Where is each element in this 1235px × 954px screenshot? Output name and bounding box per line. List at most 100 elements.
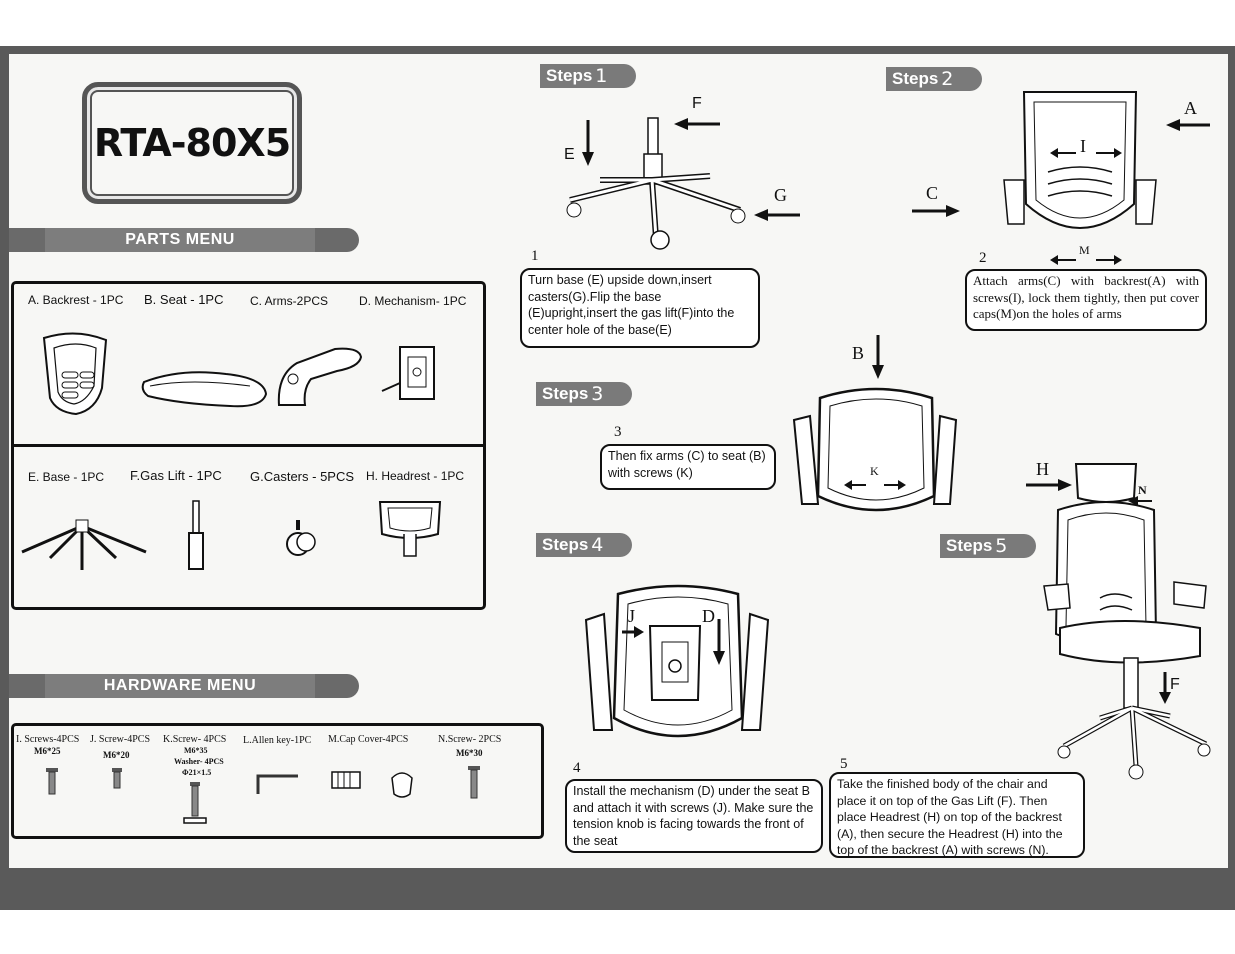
part-label-casters: G.Casters - 5PCS xyxy=(250,469,355,484)
allen-key-icon xyxy=(254,772,300,796)
hw-spec-screws-i: M6*25 xyxy=(34,746,61,756)
step-1-letter-e: E xyxy=(564,146,575,163)
step-2-badge-label: Steps xyxy=(892,69,939,88)
hw-label-screw-n: N.Screw- 2PCS xyxy=(438,734,502,745)
hw-label-allen-key: L.Allen key-1PC xyxy=(243,735,312,746)
caster-icon xyxy=(284,520,320,558)
step-3-illustration xyxy=(790,384,960,524)
step-5-badge-label: Steps xyxy=(946,536,993,555)
seat-icon xyxy=(140,368,270,410)
step-1-badge-num: 1 xyxy=(595,65,608,87)
arrow-g-left-icon xyxy=(754,209,802,221)
step-5-index: 5 xyxy=(840,756,848,772)
arrow-a-left-icon xyxy=(1166,119,1212,131)
hardware-menu-heading-bar: HARDWARE MENU xyxy=(9,674,359,698)
step-1-letter-g: G xyxy=(774,185,787,205)
hw-spec-screw-j: M6*20 xyxy=(103,750,130,760)
step-4-badge-label: Steps xyxy=(542,535,589,554)
step-3-instructions: Then fix arms (C) to seat (B) with screw… xyxy=(600,444,776,490)
step-2-illustration xyxy=(1000,84,1160,250)
step-3-badge-label: Steps xyxy=(542,384,589,403)
step-2-letter-c: C xyxy=(926,183,939,203)
step-1-instructions: Turn base (E) upside down,insert casters… xyxy=(520,268,760,348)
part-label-backrest: A. Backrest - 1PC xyxy=(28,293,124,307)
step-4-letter-d: D xyxy=(702,606,715,626)
hw-spec-screw-k: M6*35 xyxy=(184,746,208,755)
step-5-letter-h: H xyxy=(1036,459,1049,479)
model-title: RTA-80X5 xyxy=(93,121,291,165)
hw-label-cap-cover: M.Cap Cover-4PCS xyxy=(328,734,409,745)
backrest-icon xyxy=(36,328,116,418)
step-2-letter-i: I xyxy=(1080,136,1086,156)
step-5-illustration xyxy=(1040,458,1212,782)
headrest-icon xyxy=(374,496,446,560)
step-2-letter-a: A xyxy=(1184,98,1197,118)
arrow-j-right-icon xyxy=(620,626,644,638)
hw-label-screw-k: K.Screw- 4PCS xyxy=(163,734,227,745)
part-label-mechanism: D. Mechanism- 1PC xyxy=(359,294,467,308)
arrow-d-down-icon xyxy=(713,617,725,665)
step-4-illustration xyxy=(582,584,772,754)
step-1-letter-f: F xyxy=(692,95,702,112)
gas-lift-icon xyxy=(186,499,206,573)
hw-washer-k: Washer- 4PCS xyxy=(174,757,224,766)
step-3-badge-num: 3 xyxy=(591,383,604,405)
step-5-badge-num: 5 xyxy=(995,535,1008,557)
hardware-menu-box xyxy=(11,723,544,839)
step-2-badge-num: 2 xyxy=(941,68,954,90)
part-label-headrest: H. Headrest - 1PC xyxy=(366,469,465,483)
frame-top xyxy=(0,46,1235,54)
parts-menu-heading: PARTS MENU xyxy=(45,228,315,252)
step-2-letter-m: M xyxy=(1079,243,1090,257)
frame-left xyxy=(0,46,9,910)
step-1-badge-label: Steps xyxy=(546,66,593,85)
parts-menu-divider xyxy=(11,444,486,447)
arrow-h-right-icon xyxy=(1024,479,1072,491)
arrow-e-down-icon xyxy=(582,118,594,166)
cap-cover-icon xyxy=(330,768,362,790)
step-5-letter-f: F xyxy=(1170,676,1180,693)
step-1-illustration xyxy=(560,114,760,254)
step-4-badge-num: 4 xyxy=(591,534,604,556)
frame-right xyxy=(1228,46,1235,910)
hw-label-screw-j: J. Screw-4PCS xyxy=(90,734,151,745)
arrow-c-right-icon xyxy=(910,205,960,217)
step-4-letter-j: J xyxy=(628,606,636,626)
screw-n-icon xyxy=(468,766,480,800)
step-2-instructions: Attach arms(C) with backrest(A) with scr… xyxy=(965,269,1207,331)
frame-bottom xyxy=(0,868,1235,910)
arrow-b-down-icon xyxy=(872,333,884,379)
step-5-letter-n: N xyxy=(1138,483,1147,497)
step-3-letter-k: K xyxy=(870,464,879,478)
hw-spec-screw-n: M6*30 xyxy=(456,748,483,758)
cap-cover-side-icon xyxy=(388,768,416,800)
step-3-letter-b: B xyxy=(852,343,865,363)
arrows-i-icon xyxy=(1050,148,1122,158)
step-5-instructions: Take the finished body of the chair and … xyxy=(829,772,1085,858)
arm-icon xyxy=(275,345,365,411)
part-label-gas-lift: F.Gas Lift - 1PC xyxy=(130,468,222,483)
step-4-index: 4 xyxy=(573,760,581,776)
step-3-index: 3 xyxy=(614,424,622,440)
hw-label-screws-i: I. Screws-4PCS xyxy=(16,734,80,745)
arrow-f-left-icon xyxy=(674,118,722,130)
screw-i-icon xyxy=(46,768,58,796)
hardware-menu-heading: HARDWARE MENU xyxy=(45,674,315,698)
parts-menu-heading-bar: PARTS MENU xyxy=(9,228,359,252)
arrows-m-icon xyxy=(1050,255,1122,265)
arrows-k-icon xyxy=(844,480,906,490)
step-4-instructions: Install the mechanism (D) under the seat… xyxy=(565,779,823,853)
base-icon xyxy=(20,518,150,574)
screw-j-icon xyxy=(112,768,122,790)
part-label-seat: B. Seat - 1PC xyxy=(144,292,224,307)
hw-washer-spec-k: Φ21×1.5 xyxy=(182,768,212,777)
screw-k-icon xyxy=(182,782,208,826)
part-label-arms: C. Arms-2PCS xyxy=(250,294,329,308)
part-label-base: E. Base - 1PC xyxy=(28,470,105,484)
mechanism-icon xyxy=(378,343,444,403)
